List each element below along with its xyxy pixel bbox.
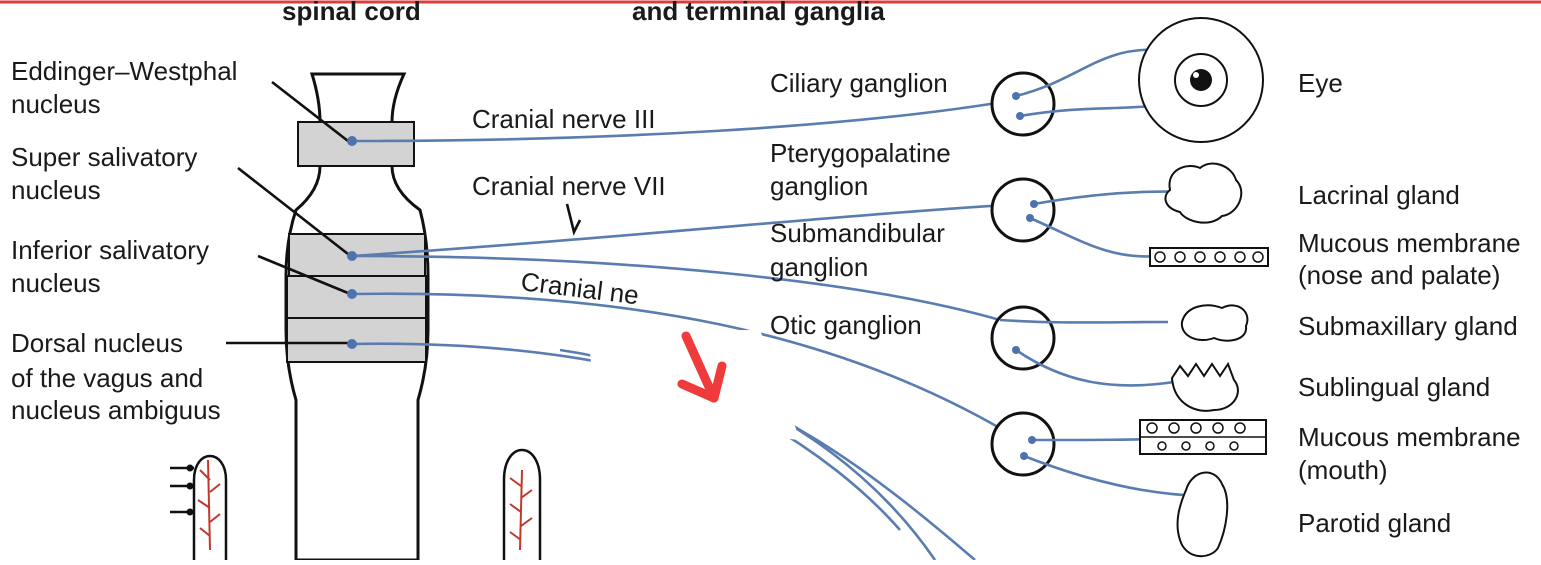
ganglion-otic [990,305,1056,371]
nerve-cn7-submand [351,254,1001,322]
label-dorsal-2: of the vagus and [11,363,203,393]
label-cranial-nerve-3: Cranial nerve III [472,104,656,134]
ganglion-ciliary [990,71,1056,137]
eye-illustration [1138,17,1264,143]
annotation-arrow [677,331,727,403]
label-inferior-2: nucleus [11,268,101,298]
fiber-dot [1030,200,1038,208]
label-inferior-1: Inferior salivatory [11,235,209,265]
ganglion-pterygopalatine [990,177,1056,243]
label-dorsal-3: nucleus ambiguus [11,395,221,425]
band-inferior-salivatory [286,275,427,319]
nucleus-dot-superior [347,251,357,261]
band-dorsal-vagus [286,317,427,363]
label-super-1: Super salivatory [11,142,197,172]
fiber-dot [1020,452,1028,460]
nerve-cn9 [351,292,1021,442]
header-terminal-ganglia: and terminal ganglia [632,0,885,26]
lacrimal-gland-illustration [1164,162,1243,224]
mucous-mouth-illustration [1139,419,1267,455]
nerve-cn7-ptery [351,202,1023,258]
submaxillary-gland-illustration [1180,304,1249,342]
fiber-dot [1012,346,1020,354]
nucleus-dot-dorsal [347,339,357,349]
post-ptery-2 [1029,216,1159,258]
label-ciliary-ganglion: Ciliary ganglion [770,68,948,98]
label-eye: Eye [1298,68,1343,98]
label-mucous-nose-1: Mucous membrane [1298,228,1521,258]
label-submand-1: Submandibular [770,218,945,248]
left-ganglion-structure [170,454,228,560]
sublingual-gland-illustration [1170,361,1239,412]
label-mucous-mouth-2: (mouth) [1298,455,1388,485]
label-parotid: Parotid gland [1298,508,1451,538]
label-mucous-nose-2: (nose and palate) [1298,260,1500,290]
fiber-dot [1028,436,1036,444]
label-edinger-2: nucleus [11,89,101,119]
label-edinger-1: Eddinger–Westphal [11,56,237,86]
label-lacrimal: Lacrinal gland [1298,180,1460,210]
brace-cn7 [565,203,582,236]
mucous-nose-illustration [1149,247,1269,267]
label-super-2: nucleus [11,175,101,205]
post-ciliary-1 [1015,48,1161,98]
label-submaxillary: Submaxillary gland [1298,311,1518,341]
nerve-cn3 [351,98,1016,143]
leader-superior [237,166,349,256]
label-sublingual: Sublingual gland [1298,372,1490,402]
label-submand-2: ganglion [770,252,868,282]
parotid-gland-illustration [1176,471,1229,558]
label-ptery-1: Pterygopalatine [770,138,951,168]
fiber-dot [1026,214,1034,222]
leader-edinger [271,80,349,143]
nucleus-dot-edinger [347,136,357,146]
header-spinal-cord: spinal cord [282,0,421,26]
label-otic-ganglion: Otic ganglion [770,310,922,340]
right-ganglion-structure [502,448,542,560]
fiber-dot [1012,92,1020,100]
nucleus-dot-inferior [347,289,357,299]
label-cranial-nerve-7: Cranial nerve VII [472,171,666,201]
ganglion-submandibular [990,411,1056,477]
post-submand-2 [1023,454,1201,498]
post-otic-sublingual [1015,348,1187,387]
fiber-dot [1016,112,1024,120]
post-otic-top [999,318,1169,324]
label-ptery-2: ganglion [770,171,868,201]
leader-inferior [257,254,349,295]
label-dorsal-1: Dorsal nucleus [11,328,183,358]
label-mucous-mouth-1: Mucous membrane [1298,422,1521,452]
